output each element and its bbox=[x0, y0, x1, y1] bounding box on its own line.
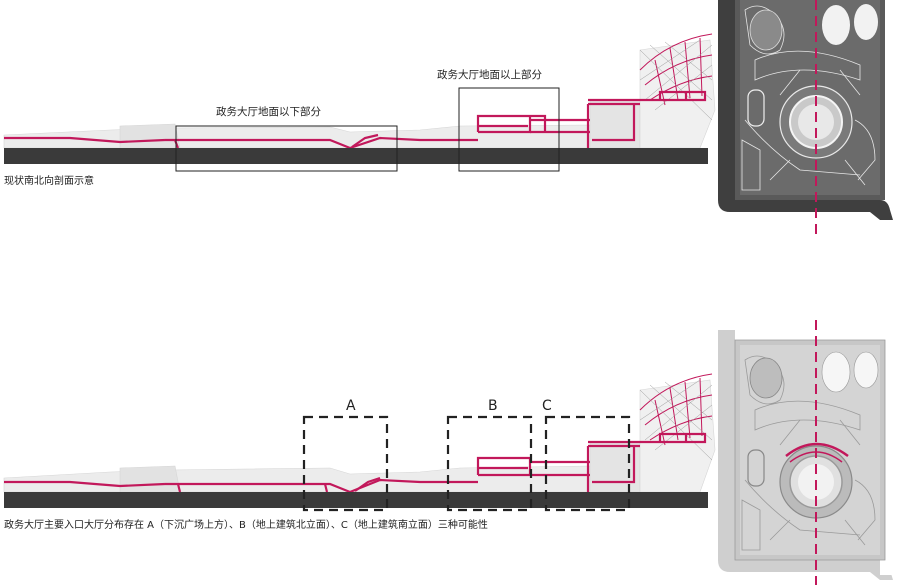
top-building-massing bbox=[3, 39, 716, 149]
bottom-building-massing bbox=[3, 379, 716, 493]
zone-b-frame bbox=[446, 415, 533, 512]
bottom-plan-detail bbox=[734, 339, 886, 561]
bottom-caption: 政务大厅主要入口大厅分布存在 A（下沉广场上方）、B（地上建筑北立面）、C（地上… bbox=[4, 518, 488, 531]
top-plan-detail bbox=[741, 5, 876, 191]
bottom-ground-bar bbox=[4, 492, 708, 508]
zone-a-label: A bbox=[346, 398, 356, 414]
bottom-plan-entrance-arc bbox=[785, 442, 849, 458]
top-ground-bar bbox=[4, 148, 708, 164]
bottom-roof-lattice bbox=[639, 373, 713, 446]
top-label-above-ground: 政务大厅地面以上部分 bbox=[437, 68, 542, 81]
bottom-section: A B C 政务大厅主要入口大厅分布存在 A（下沉广场上方）、B（地上建筑北立面… bbox=[3, 373, 716, 531]
top-frame-above-ground bbox=[458, 87, 560, 172]
top-section-lines bbox=[4, 90, 707, 150]
top-roof-lattice bbox=[639, 33, 713, 106]
top-section: 政务大厅地面以下部分 政务大厅地面以上部分 现状南北向剖面示意 bbox=[3, 33, 716, 187]
bottom-section-lines bbox=[4, 432, 707, 494]
zone-b-label: B bbox=[488, 398, 498, 414]
top-frame-below-ground bbox=[175, 125, 398, 172]
top-caption: 现状南北向剖面示意 bbox=[4, 174, 94, 187]
zone-c-label: C bbox=[542, 398, 552, 414]
top-site-plan bbox=[718, 0, 910, 240]
zone-a-frame bbox=[302, 415, 389, 512]
top-lattice-grid bbox=[639, 39, 713, 121]
bottom-lattice-grid bbox=[639, 379, 713, 461]
top-label-below-ground: 政务大厅地面以下部分 bbox=[216, 105, 321, 118]
zone-c-frame bbox=[544, 415, 631, 512]
bottom-site-plan bbox=[718, 320, 910, 585]
